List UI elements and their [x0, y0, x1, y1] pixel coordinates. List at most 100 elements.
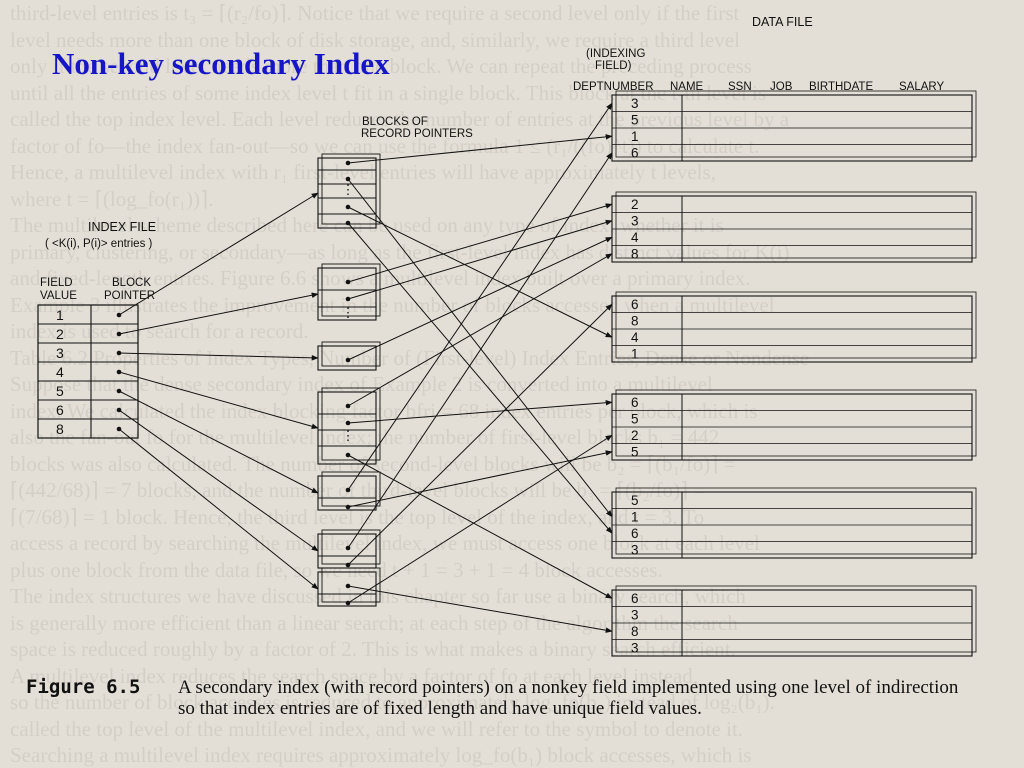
record-pointer-block: ⋮	[317, 153, 381, 229]
record-pointer-dot	[345, 487, 351, 493]
data-file-title: DATA FILE	[752, 15, 813, 29]
data-column-header: SSN	[728, 81, 752, 93]
pointer-to-record-arrow	[347, 434, 613, 604]
record-pointer-dot	[345, 296, 351, 302]
data-block-shadow	[615, 389, 977, 457]
pointer-to-record-arrow	[347, 203, 613, 283]
index-to-block-arrow	[118, 192, 319, 316]
pointer-block-border	[317, 571, 377, 607]
pointer-to-record-arrow	[347, 102, 613, 491]
block-pointer-dot	[116, 369, 122, 375]
data-block: 3 51 6	[611, 90, 977, 162]
dept-number: 6	[631, 146, 639, 161]
dept-number: 8	[631, 624, 639, 639]
dept-number: 6	[631, 526, 639, 541]
dept-number: 5	[631, 493, 639, 508]
pointer-to-record-arrow	[347, 450, 613, 508]
data-column-header: BIRTHDATE	[809, 81, 873, 93]
block-pointer-dot	[116, 331, 122, 337]
pointer-block-border	[317, 157, 377, 229]
index-field-value: 5	[56, 383, 64, 399]
slide-title: Non-key secondary Index	[52, 46, 390, 81]
index-table-border	[37, 304, 139, 439]
dept-number: 6	[631, 395, 639, 410]
dept-number: 8	[631, 247, 639, 262]
index-field-value: 4	[56, 364, 64, 380]
caption-text: A secondary index (with record pointers)…	[178, 677, 959, 719]
record-pointer-dot	[345, 600, 351, 606]
dept-number: 4	[631, 230, 639, 245]
background-bleed-text: third-level entries is t₃ = ⌈(r₂/fo)⌉. N…	[10, 1, 810, 767]
pointer-to-record-arrow	[347, 219, 613, 300]
record-pointer-dot	[345, 583, 351, 589]
data-block-shadow	[615, 191, 977, 259]
record-pointer-dot	[345, 204, 351, 210]
data-block: 2 34 8	[611, 191, 977, 263]
index-to-block-arrow	[118, 371, 319, 429]
record-pointer-dot	[345, 279, 351, 285]
dept-number: 5	[631, 412, 639, 427]
pointer-to-record-arrow	[347, 134, 613, 164]
pointer-block-border	[317, 475, 377, 511]
index-file-title: INDEX FILE	[88, 220, 156, 234]
data-block-shadow	[615, 487, 977, 555]
continuation-dots: ⋮	[342, 428, 355, 443]
data-column-header: NAME	[670, 81, 704, 93]
dept-number: 5	[631, 445, 639, 460]
dept-number: 1	[631, 347, 639, 362]
pointer-to-record-arrow	[347, 178, 613, 518]
dept-number: 6	[631, 591, 639, 606]
index-file: 1 2 3 4 5 6 8	[37, 304, 139, 439]
record-pointer-dot	[345, 176, 351, 182]
pointer-block-border	[317, 345, 377, 371]
pointer-block-border	[317, 267, 377, 321]
record-pointer-block	[317, 341, 381, 371]
dept-number: 3	[631, 214, 639, 229]
dept-number: 3	[631, 641, 639, 656]
index-field-value: 1	[56, 307, 64, 323]
dept-number: 2	[631, 197, 639, 212]
pointer-block-border	[317, 533, 377, 569]
index-field-value: 3	[56, 345, 64, 361]
record-pointer-block	[317, 471, 381, 511]
block-pointer-dot	[116, 350, 122, 356]
index-field-value: 8	[56, 421, 64, 437]
record-pointer-dot	[345, 452, 351, 458]
dept-number: 3	[631, 543, 639, 558]
pointer-to-record-arrow	[347, 454, 613, 599]
pointer-block-border	[317, 391, 377, 465]
record-pointer-dot	[345, 160, 351, 166]
block-pointer-dot	[116, 407, 122, 413]
index-field-value: 2	[56, 326, 64, 342]
dept-number: 5	[631, 113, 639, 128]
record-pointer-dot	[345, 562, 351, 568]
dept-number: 4	[631, 330, 639, 345]
record-pointer-block: ⋮	[317, 387, 381, 465]
record-pointer-dot	[345, 420, 351, 426]
data-block: 6 84 1	[611, 291, 977, 363]
record-pointer-dot	[345, 504, 351, 510]
record-pointer-dot	[345, 403, 351, 409]
dept-number: 8	[631, 314, 639, 329]
index-field-value: 6	[56, 402, 64, 418]
pointer-to-record-arrow	[347, 253, 613, 407]
dept-number: 3	[631, 96, 639, 111]
dept-number: 1	[631, 129, 639, 144]
pointer-to-record-arrow	[347, 152, 613, 549]
dept-number: 6	[631, 297, 639, 312]
record-pointer-block	[317, 529, 381, 569]
data-block-shadow	[615, 90, 977, 158]
pointer-to-record-arrow	[347, 206, 613, 338]
continuation-dots: ⋮	[342, 182, 355, 197]
pointer-to-record-arrow	[347, 303, 613, 566]
index-to-block-arrow	[118, 428, 319, 590]
data-block-shadow	[615, 585, 977, 653]
index-to-block-arrow	[118, 409, 319, 552]
record-pointer-block	[317, 567, 381, 607]
index-file-subtitle: ( <K(i), P(i)> entries )	[45, 238, 153, 250]
